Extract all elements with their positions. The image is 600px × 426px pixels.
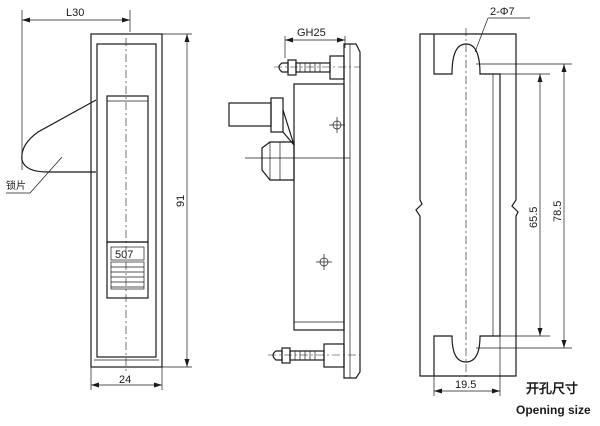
bottom-screw	[268, 343, 360, 368]
side-view: GH25	[228, 27, 361, 379]
key-slot	[106, 95, 149, 243]
inner-height-label: 65.5	[528, 207, 540, 228]
cam-tongue	[228, 102, 272, 127]
top-screw	[274, 55, 360, 80]
model-number-box	[110, 246, 145, 261]
rivet-upper	[329, 117, 345, 133]
width-label: L30	[66, 7, 84, 19]
handle-body-outer	[90, 33, 163, 368]
cutout-plate	[415, 33, 519, 377]
opening-size-title-zh: 开孔尺寸	[526, 381, 578, 396]
hole-leader	[474, 17, 489, 53]
outer-height-label: 78.5	[552, 201, 564, 222]
rivet-lower	[316, 254, 332, 270]
lock-plate-leader	[29, 156, 63, 194]
cutout-outline	[433, 34, 501, 376]
lock-cylinder	[106, 241, 149, 299]
side-bezel	[343, 43, 361, 379]
hole-label: 2-Φ7	[490, 6, 515, 18]
height-label: 91	[175, 195, 187, 207]
gh-label: GH25	[297, 27, 326, 39]
cutout-width-label: 19.5	[455, 379, 476, 391]
opening-size-title-en: Opening size	[516, 403, 591, 417]
model-number: 507	[115, 249, 133, 261]
side-housing	[293, 83, 345, 331]
cam-mechanism	[261, 141, 295, 181]
handle-body-inner	[96, 43, 157, 358]
cutout-view: 2-Φ7 65.5 78.5 19.5 开孔尺寸 Opening size	[415, 6, 591, 417]
lock-plate-label: 锁片	[6, 179, 26, 192]
front-view: L30 锁片 507 91	[6, 7, 192, 390]
lock-plate-outline	[21, 99, 97, 173]
bottom-width-label: 24	[119, 374, 131, 386]
